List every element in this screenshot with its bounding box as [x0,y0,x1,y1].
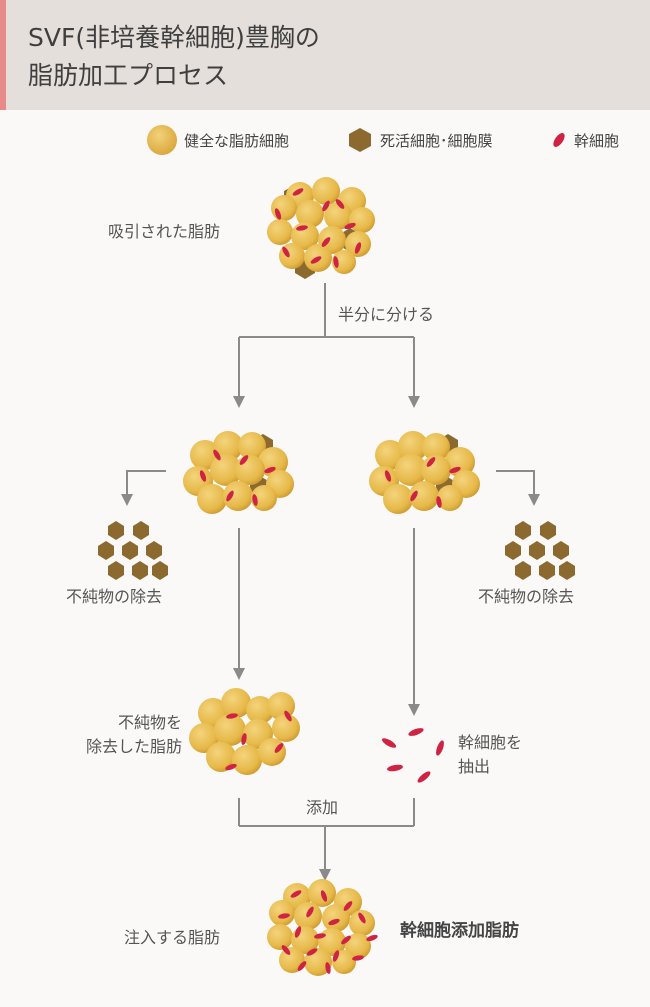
left-half-cluster [183,431,294,514]
label-purified-fat: 不純物を 除去した脂肪 [58,711,182,759]
legend-stem: 幹細胞 [550,126,619,154]
final-fat-cluster [267,879,378,976]
label-stem-cell-enriched-fat: 幹細胞添加脂肪 [400,921,519,941]
legend-dead-label: 死活細胞･細胞膜 [380,131,493,150]
label-purified-fat-line2: 除去した脂肪 [85,737,182,756]
right-impurities [505,521,575,580]
left-impurities [98,521,168,580]
page-title-line1: SVF(非培養幹細胞)豊胸の [28,23,320,52]
merge-arrows [238,798,415,881]
dead-cell-icon [349,128,371,152]
label-stem-extraction-line1: 幹細胞を [458,733,523,752]
page-title-line2: 脂肪加工プロセス [28,61,229,90]
process-down-arrows [233,528,420,716]
label-split: 半分に分ける [338,305,435,324]
legend-healthy: 健全な脂肪細胞 [146,125,290,155]
label-add: 添加 [306,798,339,817]
purified-fat-cluster [189,688,300,775]
header-accent-bar [0,0,6,110]
legend-dead: 死活細胞･細胞膜 [346,126,493,154]
split-arrows [233,283,420,408]
legend-healthy-label: 健全な脂肪細胞 [184,131,290,150]
label-impurity-removal-left: 不純物の除去 [66,587,163,606]
right-half-cluster [369,431,480,514]
label-purified-fat-line1: 不純物を [117,713,182,732]
extracted-stem-cells [381,728,444,783]
header: SVF(非培養幹細胞)豊胸の 脂肪加工プロセス [0,0,650,110]
impurity-arrows [121,470,540,506]
healthy-fat-cell-icon [147,125,177,155]
label-harvested-fat: 吸引された脂肪 [108,222,221,241]
label-stem-extraction-line2: 抽出 [458,757,491,776]
label-inject-fat: 注入する脂肪 [124,928,221,947]
legend-stem-label: 幹細胞 [574,131,620,150]
stem-cell-icon [553,133,565,147]
harvested-fat-cluster [267,177,375,279]
label-impurity-removal-right: 不純物の除去 [478,587,575,606]
label-stem-extraction: 幹細胞を 抽出 [458,731,522,779]
